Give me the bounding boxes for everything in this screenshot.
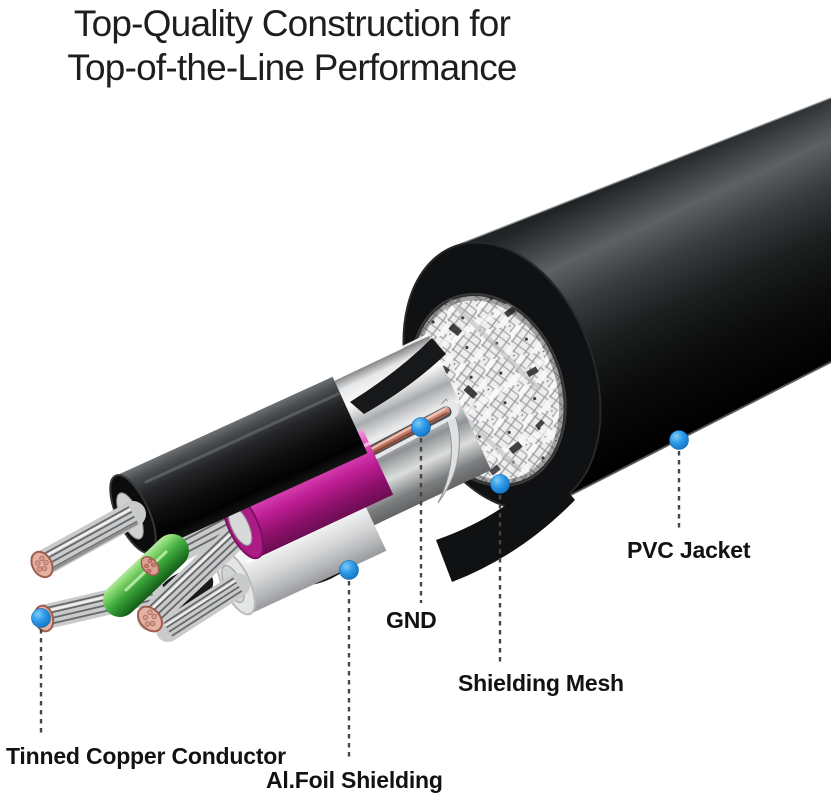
wire-green <box>103 534 189 617</box>
copper-tip-1 <box>30 550 54 579</box>
label-gnd: GND <box>386 607 437 633</box>
callout-dot-al-foil <box>339 560 359 580</box>
headline-line1: Top-Quality Construction for <box>73 3 511 44</box>
tinned-strand-1 <box>31 501 146 576</box>
copper-tip-3 <box>136 605 164 633</box>
jacket-inner-shadow <box>436 468 575 582</box>
callout-dot-gnd <box>411 417 431 437</box>
callout-dot-tinned-copper <box>31 608 51 628</box>
callout-dot-shielding-mesh <box>490 474 510 494</box>
tinned-strand-3 <box>137 515 258 631</box>
tinned-strand-4 <box>156 573 250 642</box>
green-wire-copper-face <box>140 556 160 576</box>
foil-curl-edge <box>437 398 460 504</box>
label-tinned-copper-conductor: Tinned Copper Conductor <box>6 743 286 769</box>
label-al-foil-shielding: Al.Foil Shielding <box>266 767 443 793</box>
label-shielding-mesh: Shielding Mesh <box>458 670 624 696</box>
headline: Top-Quality Construction for Top-of-the-… <box>0 2 584 90</box>
label-pvc-jacket: PVC Jacket <box>627 537 751 563</box>
callout-dot-pvc-jacket <box>669 430 689 450</box>
headline-line2: Top-of-the-Line Performance <box>67 47 517 88</box>
